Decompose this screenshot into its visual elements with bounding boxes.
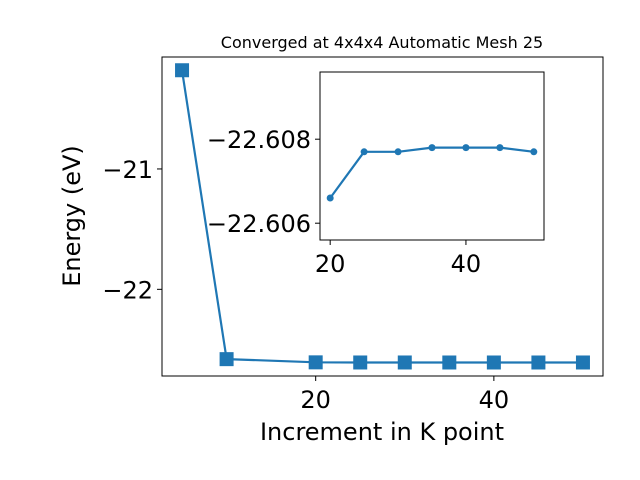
inset-background — [320, 72, 544, 240]
main-data-point — [531, 355, 546, 370]
main-ytick-label: −21 — [102, 156, 153, 184]
chart-title: Converged at 4x4x4 Automatic Mesh 25 — [221, 33, 543, 52]
main-data-point — [397, 355, 412, 370]
main-data-point — [219, 352, 234, 367]
inset-ytick-label: −22.606 — [207, 210, 311, 238]
inset-frame — [319, 71, 545, 241]
inset-data-point — [496, 144, 504, 152]
inset-data-point — [360, 148, 368, 156]
main-data-point — [308, 355, 323, 370]
inset-xtick-label: 20 — [315, 250, 346, 278]
main-data-point — [575, 355, 590, 370]
main-data-point — [175, 63, 190, 78]
main-axes: 20 40 −21 −22 — [102, 56, 604, 414]
inset-ytick-label: −22.608 — [207, 126, 311, 154]
inset-data-point — [394, 148, 402, 156]
inset-data-point — [326, 194, 334, 202]
main-frame — [161, 56, 604, 377]
inset-data-point — [428, 144, 436, 152]
inset-data-point — [462, 144, 470, 152]
inset-axes: 20 40 −22.608 −22.606 — [207, 71, 545, 278]
x-axis-label: Increment in K point — [260, 418, 504, 446]
main-xtick-label: 40 — [479, 386, 510, 414]
inset-data-point — [530, 148, 538, 156]
inset-xtick-label: 40 — [451, 250, 482, 278]
main-ytick-label: −22 — [102, 276, 153, 304]
main-data-point — [353, 355, 368, 370]
main-data-point — [486, 355, 501, 370]
main-data-point — [442, 355, 457, 370]
y-axis-label: Energy (eV) — [58, 145, 86, 287]
main-xtick-label: 20 — [300, 386, 331, 414]
